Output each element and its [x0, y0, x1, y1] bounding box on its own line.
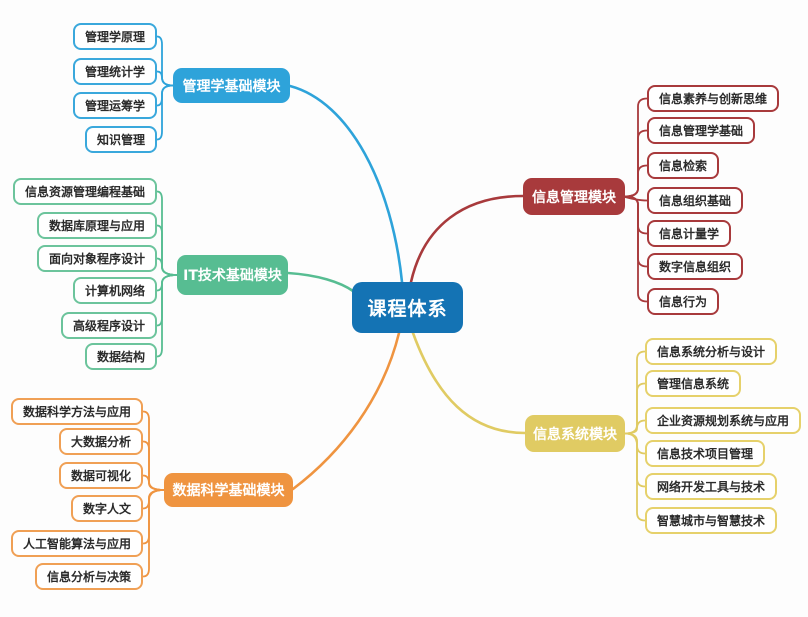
course-node[interactable]: 信息计量学	[647, 220, 732, 247]
connector-child	[156, 224, 178, 276]
connector-child	[624, 195, 648, 268]
course-node[interactable]: 面向对象程序设计	[36, 245, 157, 272]
connector-child	[624, 97, 648, 198]
connector-child	[624, 129, 648, 198]
connector-child	[156, 274, 178, 292]
connector-child	[624, 164, 648, 198]
course-node[interactable]: 信息素养与创新思维	[647, 85, 780, 112]
connector-child	[624, 350, 646, 435]
course-node[interactable]: 企业资源规划系统与应用	[645, 407, 802, 434]
course-node[interactable]: 信息管理学基础	[647, 117, 756, 144]
connector-child	[156, 84, 174, 141]
course-node[interactable]: 数据科学方法与应用	[10, 398, 143, 425]
course-node[interactable]: 管理学原理	[72, 23, 157, 50]
connector-child	[624, 432, 646, 488]
course-node[interactable]: 网络开发工具与技术	[645, 473, 778, 500]
connector-center-to-management	[288, 84, 404, 284]
connector-child	[156, 257, 178, 276]
connector-child	[142, 410, 165, 491]
connector-center-to-infomgmt	[409, 194, 525, 284]
course-node[interactable]: 数据结构	[84, 343, 157, 370]
course-node[interactable]: 知识管理	[84, 126, 157, 153]
course-node[interactable]: 智慧城市与智慧技术	[645, 507, 778, 534]
course-node[interactable]: 信息技术项目管理	[645, 440, 766, 467]
course-node[interactable]: 大数据分析	[58, 428, 143, 455]
connector-child	[156, 190, 178, 276]
connector-child	[142, 474, 165, 491]
connector-center-to-infosys	[411, 331, 527, 435]
course-node[interactable]: 信息系统分析与设计	[645, 338, 778, 365]
connector-child	[142, 489, 165, 545]
connector-child	[624, 419, 646, 435]
connector-center-to-it	[286, 271, 355, 293]
course-node[interactable]: 管理信息系统	[645, 370, 742, 397]
connector-child	[156, 35, 174, 87]
course-node[interactable]: 信息分析与决策	[34, 563, 143, 590]
course-node[interactable]: 管理运筹学	[72, 92, 157, 119]
course-node[interactable]: 管理统计学	[72, 58, 157, 85]
branch-node-it[interactable]: IT技术基础模块	[177, 255, 288, 295]
branch-node-infosys[interactable]: 信息系统模块	[525, 415, 625, 452]
connector-child	[624, 195, 648, 303]
connector-child	[624, 382, 646, 435]
course-node[interactable]: 数据可视化	[58, 462, 143, 489]
connector-child	[156, 84, 174, 107]
connector-child	[624, 432, 646, 522]
course-node[interactable]: 数字信息组织	[647, 253, 744, 280]
course-node[interactable]: 高级程序设计	[60, 312, 157, 339]
course-node[interactable]: 人工智能算法与应用	[10, 530, 143, 557]
course-node[interactable]: 信息行为	[647, 288, 720, 315]
connector-center-to-datascience	[291, 331, 401, 491]
course-node[interactable]: 信息检索	[647, 152, 720, 179]
center-topic-node[interactable]: 课程体系	[352, 282, 463, 333]
course-node[interactable]: 信息组织基础	[647, 187, 744, 214]
branch-node-management[interactable]: 管理学基础模块	[173, 68, 290, 103]
connector-child	[142, 489, 165, 578]
connector-child	[624, 432, 646, 455]
connector-child	[156, 274, 178, 358]
connector-child	[142, 489, 165, 510]
connector-child	[142, 440, 165, 491]
connector-child	[624, 195, 648, 235]
connector-child	[156, 274, 178, 327]
branch-node-infomgmt[interactable]: 信息管理模块	[523, 178, 625, 215]
connector-child	[156, 70, 174, 87]
course-node[interactable]: 数据库原理与应用	[36, 212, 157, 239]
course-node[interactable]: 计算机网络	[72, 277, 157, 304]
course-node[interactable]: 信息资源管理编程基础	[12, 178, 157, 205]
course-node[interactable]: 数字人文	[70, 495, 143, 522]
branch-node-datascience[interactable]: 数据科学基础模块	[164, 473, 293, 507]
connector-child	[624, 196, 648, 202]
